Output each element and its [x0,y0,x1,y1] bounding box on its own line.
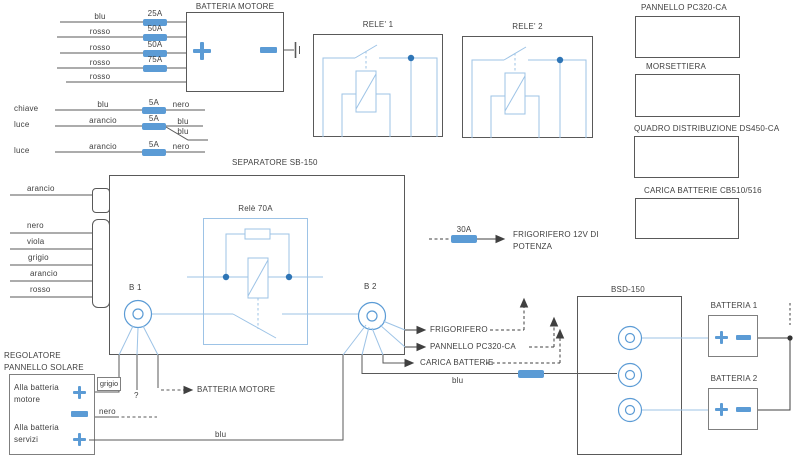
wire-label: arancio [27,184,55,193]
carica-batterie-title: CARICA BATTERIE CB510/516 [644,186,762,195]
b1-label: B 1 [129,283,142,292]
wire-label: rosso [30,285,51,294]
battery1-plus-icon [715,331,728,344]
wire-label: blu [215,430,227,439]
wire-label: arancio [89,116,117,125]
b2-label: B 2 [364,282,377,291]
fridge-power-label-2: POTENZA [513,242,553,251]
wire-label: nero [172,100,190,109]
wire-label: blu [177,116,189,126]
battery-motor-minus-icon [260,47,277,53]
fuse-rating-label: 30A [456,225,472,234]
fuse-5a-luce2 [142,148,166,156]
battery2-title: BATTERIA 2 [710,374,758,383]
bottom-wires [89,355,617,441]
morsettiera-box [635,74,740,117]
fuse-30a [451,235,477,243]
wire-label: blu [97,100,109,109]
regulator-motor-label-1: Alla batteria [14,383,59,392]
regulator-services-label-1: Alla batteria [14,423,59,432]
wire-label: arancio [89,142,117,151]
battery2-plus-icon [715,403,728,416]
fuse-rating-label: 50A [147,24,163,33]
regulator-title-2: PANNELLO SOLARE [4,363,84,372]
fuse-rating-label: 75A [147,55,163,64]
row-label-chiave: chiave [14,104,39,113]
fridge-power-label-1: FRIGORIFERO 12V DI [513,230,599,239]
fuse-50a-2 [143,49,167,57]
left-connector-single [92,188,110,213]
row-label-luce1: luce [14,120,30,129]
output-frigorifero-label: FRIGORIFERO [430,325,488,334]
battery-link-wires [758,303,793,411]
pannello-title: PANNELLO PC320-CA [641,3,727,12]
wire-label: grigio [28,253,49,262]
wire-label: blu [177,126,189,136]
battery-motor-plus-icon [193,42,211,60]
battery1-title: BATTERIA 1 [710,301,758,310]
fuse-5a-luce1 [142,122,166,130]
wire-label: nero [27,221,44,230]
feed-wire-label: rosso [89,43,111,52]
output-carica-label: CARICA BATTERIE [420,358,494,367]
battery1-minus-icon [736,335,751,340]
quadro-box [634,136,739,178]
morsettiera-title: MORSETTIERA [646,62,706,71]
fuse-25a [143,18,167,26]
carica-batterie-box [635,198,739,239]
fuse-rating-label: 5A [148,98,160,107]
regulator-motor-label-2: motore [14,395,41,404]
battery-motor-box [186,12,284,92]
left-connector-group [92,219,110,308]
fuse-5a-chiave [142,106,166,114]
wire-label: arancio [30,269,58,278]
feed-wire-label: rosso [89,27,111,36]
feed-wire-label: rosso [89,58,111,67]
regulator-services-label-2: servizi [14,435,39,444]
wire-label: viola [27,237,45,246]
battery-motor-arrow-label: BATTERIA MOTORE [197,385,276,394]
question-mark-label: ? [134,391,139,400]
wire-label: nero [99,407,116,416]
fuse-rating-label: 5A [148,140,160,149]
feed-wire-label: blu [94,12,106,21]
pannello-box [635,16,740,58]
fuse-rating-label: 25A [147,9,163,18]
fuse-rating-label: 50A [147,40,163,49]
battery1-box [708,315,758,357]
left-wire-lines [10,194,92,298]
output-pannello-label: PANNELLO PC320-CA [430,342,516,351]
relay-70a-box [203,218,308,345]
fuse-rating-label: 5A [148,114,160,123]
relay1-title: RELE' 1 [362,20,394,29]
fuse-50a-1 [143,33,167,41]
regulator-services-plus-icon [73,433,86,446]
regulator-motor-plus-icon [73,386,86,399]
relay1-box [313,34,443,137]
feed-wire-label: rosso [89,72,111,81]
regulator-minus-icon [71,411,88,417]
battery2-minus-icon [736,407,751,412]
wire-label: nero [172,142,190,151]
battery-motor-title: BATTERIA MOTORE [195,2,275,11]
regulator-title-1: REGOLATORE [4,351,61,360]
relay2-box [462,36,593,138]
battery2-box [708,388,758,430]
quadro-title: QUADRO DISTRIBUZIONE DS450-CA [634,124,780,133]
fuse-blu-bsd [518,369,544,378]
bsd-title: BSD-150 [611,285,645,294]
relay-70a-title: Relè 70A [238,204,273,213]
grigio-tag: grigio [97,377,121,391]
wire-label: blu [452,376,464,385]
separator-title: SEPARATORE SB-150 [232,158,318,167]
fuse-75a [143,64,167,72]
relay2-title: RELE' 2 [512,22,543,31]
ground-symbol [284,42,300,58]
bsd-box [577,296,682,455]
row-label-luce2: luce [14,146,30,155]
